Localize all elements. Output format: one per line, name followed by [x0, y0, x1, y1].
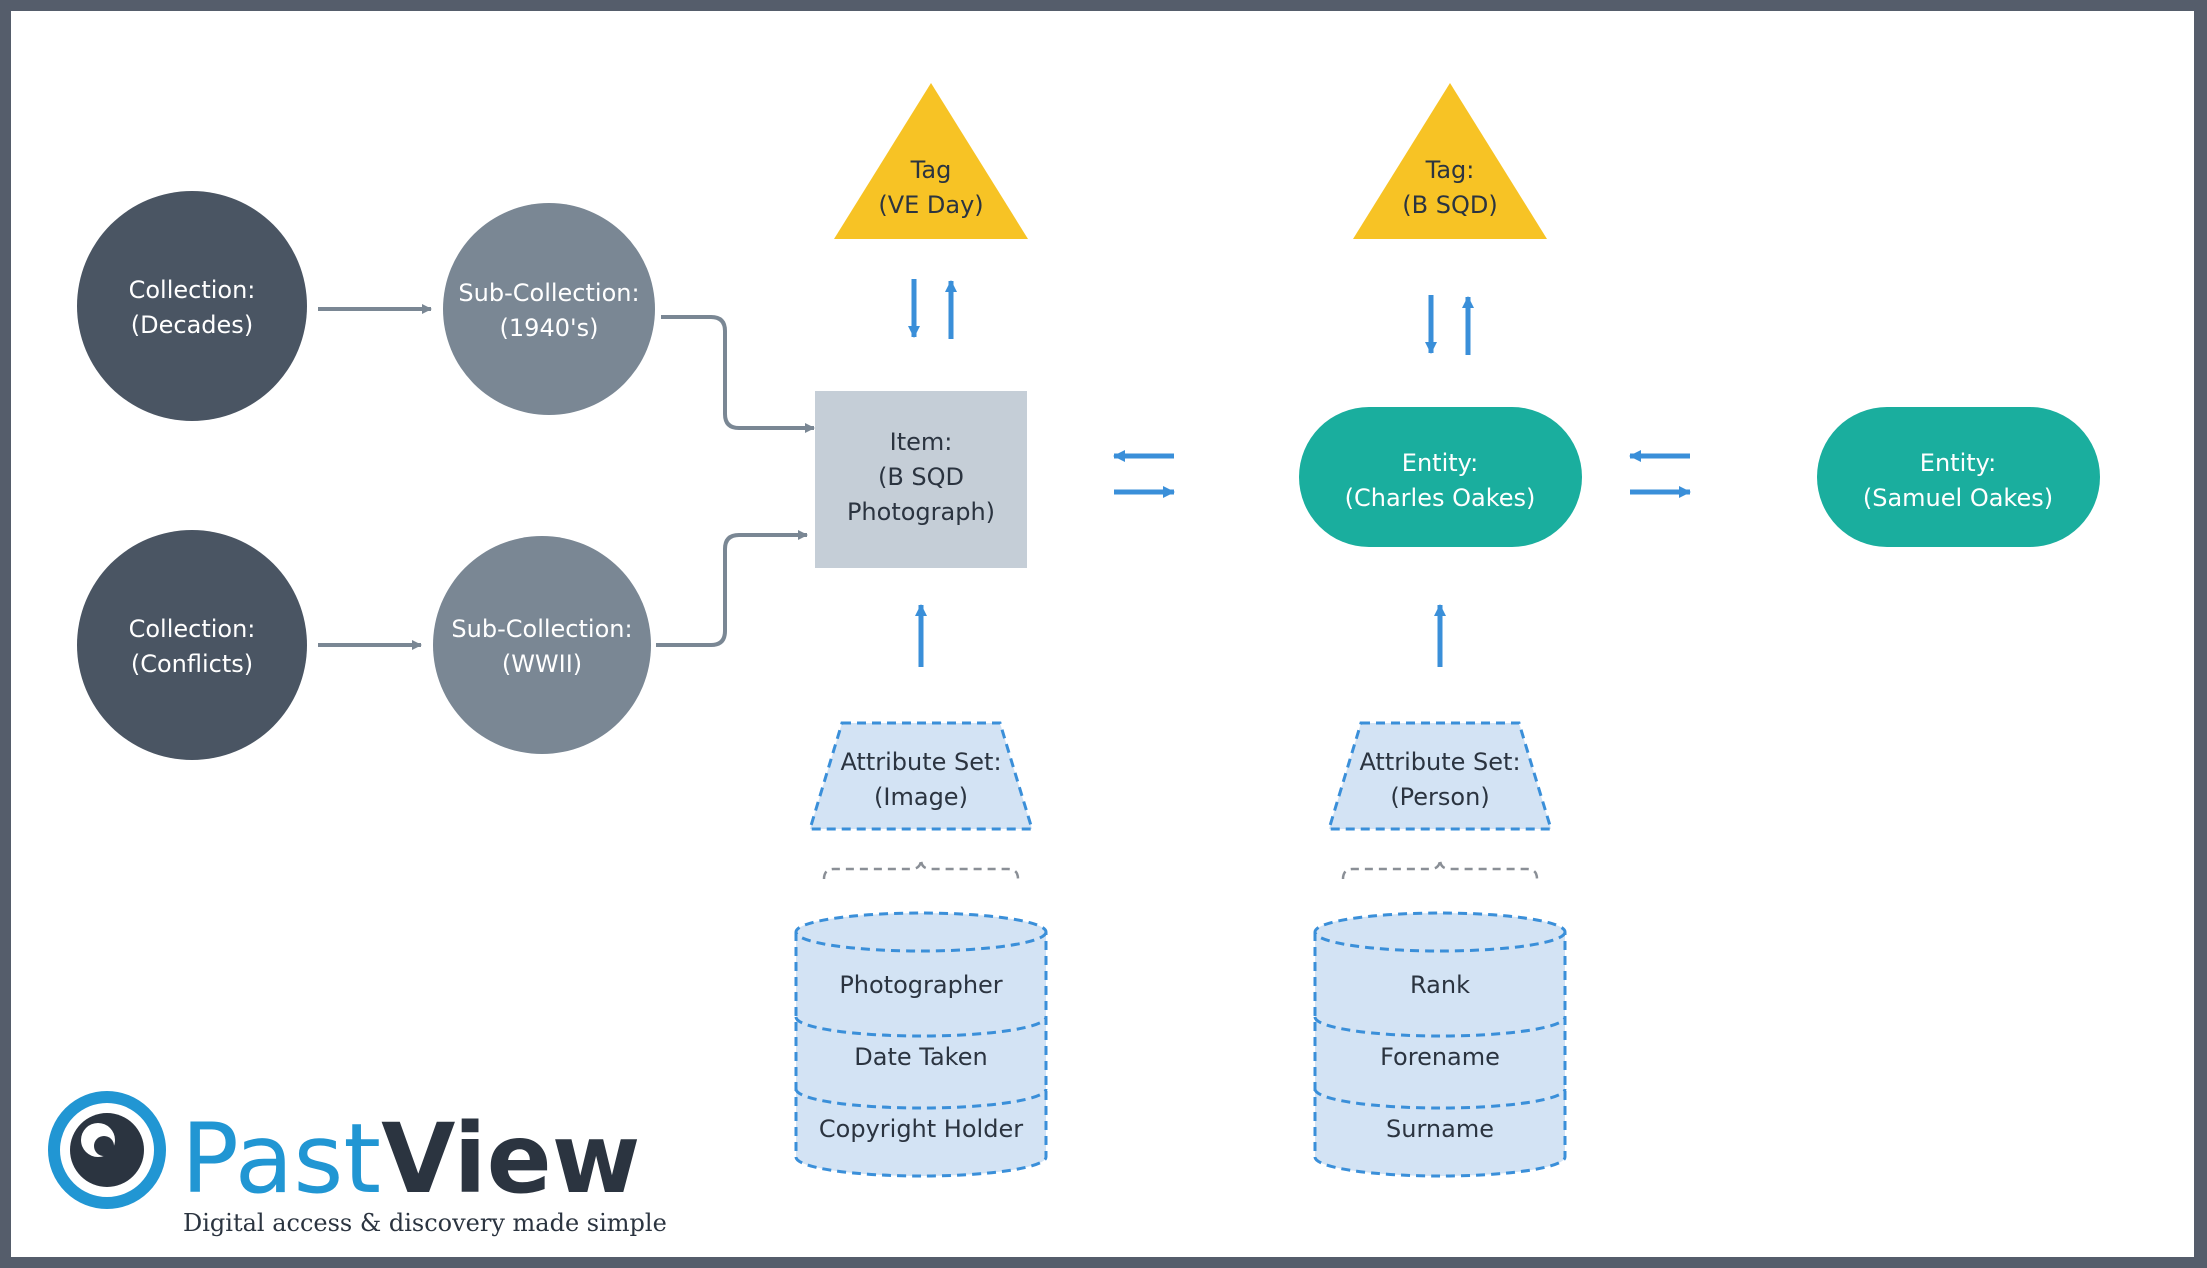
entity-value: (Samuel Oakes): [1863, 484, 2053, 512]
collection-value: (Conflicts): [131, 650, 253, 678]
item-label: Item:: [890, 428, 953, 456]
diagram-canvas: Collection: (Decades) Collection: (Confl…: [11, 11, 2194, 1257]
attribute-field: Rank: [1410, 971, 1470, 999]
item-b-sqd-photograph: Item: (B SQD Photograph): [815, 391, 1027, 568]
entity-label: Entity:: [1402, 449, 1478, 477]
item-value: Photograph): [847, 498, 995, 526]
logo-word-past: Past: [181, 1103, 381, 1215]
attribute-set-person: Attribute Set: (Person): [1326, 721, 1554, 831]
tag-label: Tag: [910, 156, 952, 184]
collection-value: (Decades): [131, 311, 253, 339]
entity-label: Entity:: [1920, 449, 1996, 477]
item-value: (B SQD: [878, 463, 964, 491]
pastview-logo: PastView Digital access & discovery made…: [48, 1091, 667, 1237]
entity-charles-oakes: Entity: (Charles Oakes): [1299, 407, 1582, 547]
tag-b-sqd: Tag: (B SQD): [1353, 83, 1547, 239]
collection-label: Collection:: [129, 276, 256, 304]
attribute-set-label: Attribute Set:: [1359, 748, 1520, 776]
connector-subcollection-to-item: [661, 315, 815, 433]
connector-subcollection-to-item: [656, 530, 808, 647]
eye-icon: [48, 1091, 166, 1209]
logo-tagline: Digital access & discovery made simple: [183, 1209, 667, 1237]
entity-value: (Charles Oakes): [1345, 484, 1536, 512]
sub-collection-value: (WWII): [502, 650, 582, 678]
attribute-set-value: (Person): [1390, 783, 1489, 811]
brace-connector: [1341, 858, 1539, 880]
attribute-field: Date Taken: [854, 1043, 987, 1071]
data-model-diagram: Collection: (Decades) Collection: (Confl…: [48, 83, 2100, 1237]
sub-collection-wwii: Sub-Collection: (WWII): [433, 536, 651, 754]
tag-value: (B SQD): [1402, 191, 1497, 219]
collection-conflicts: Collection: (Conflicts): [77, 530, 307, 760]
attribute-field: Surname: [1386, 1115, 1494, 1143]
tag-value: (VE Day): [878, 191, 983, 219]
sub-collection-label: Sub-Collection:: [451, 615, 632, 643]
collection-decades: Collection: (Decades): [77, 191, 307, 421]
attribute-field: Photographer: [839, 971, 1002, 999]
brace-connector: [822, 858, 1020, 880]
attribute-set-label: Attribute Set:: [840, 748, 1001, 776]
attribute-field: Copyright Holder: [819, 1115, 1023, 1143]
sub-collection-label: Sub-Collection:: [458, 279, 639, 307]
tag-label: Tag:: [1425, 156, 1475, 184]
logo-word-view: View: [381, 1103, 640, 1215]
sub-collection-1940s: Sub-Collection: (1940's): [443, 203, 655, 415]
attribute-fields-person: Rank Forename Surname: [1313, 911, 1567, 1178]
collection-label: Collection:: [129, 615, 256, 643]
svg-text:PastView: PastView: [181, 1103, 640, 1215]
attribute-set-image: Attribute Set: (Image): [807, 721, 1035, 831]
attribute-field: Forename: [1380, 1043, 1500, 1071]
tag-ve-day: Tag (VE Day): [834, 83, 1028, 239]
sub-collection-value: (1940's): [500, 314, 599, 342]
attribute-fields-image: Photographer Date Taken Copyright Holder: [794, 911, 1048, 1178]
entity-samuel-oakes: Entity: (Samuel Oakes): [1817, 407, 2100, 547]
attribute-set-value: (Image): [874, 783, 968, 811]
